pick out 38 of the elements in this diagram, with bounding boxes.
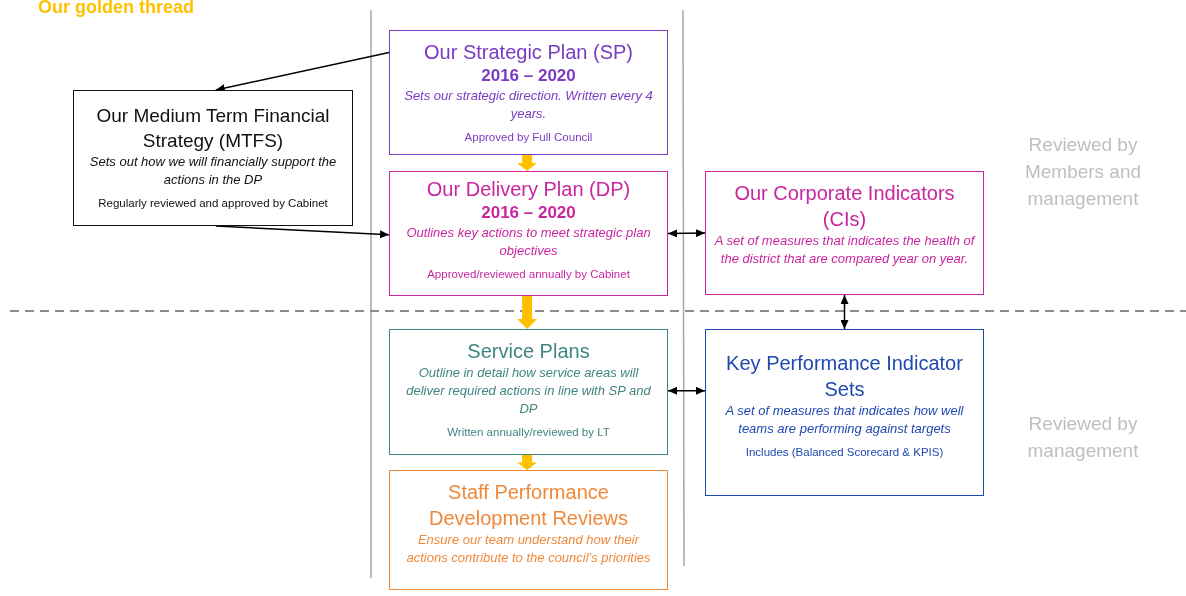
approval-note: Approved/reviewed annually by Cabinet	[427, 267, 630, 282]
description: Outlines key actions to meet strategic plan objectives	[405, 224, 652, 260]
description: Sets our strategic direction. Written every 4 years.	[403, 87, 654, 123]
arrow	[215, 51, 390, 92]
plan-box	[73, 90, 353, 226]
approval-note: Written annually/reviewed by LT	[447, 425, 610, 440]
description: Outline in detail how service areas will deliver required actions in line with SP and DP	[405, 364, 652, 418]
plan-box	[389, 171, 668, 296]
box-title: Our Corporate Indicators (CIs)	[733, 181, 956, 232]
description: A set of measures that indicates the health of the district that are compared year on year.	[714, 232, 975, 268]
description: A set of measures that indicates how well teams are performing against targets	[724, 402, 965, 438]
arrow	[667, 386, 706, 395]
plan-box	[705, 171, 984, 295]
block-arrow	[517, 296, 538, 329]
arrow	[667, 229, 706, 238]
arrow	[840, 294, 849, 330]
description: Sets out how we will financially support the actions in the DP	[88, 153, 338, 189]
plan-box	[389, 30, 668, 155]
block-arrow	[517, 155, 538, 171]
diagram-title: Our golden thread	[38, 0, 194, 18]
approval-note: Includes (Balanced Scorecard & KPIS)	[745, 445, 944, 460]
block-arrow	[517, 455, 538, 470]
year-range: 2016 – 2020	[481, 65, 576, 87]
box-title: Staff Performance Development Reviews	[428, 480, 629, 531]
box-title: Our Medium Term Financial Strategy (MTFS)	[95, 104, 331, 153]
plan-box	[389, 470, 668, 590]
box-title: Our Strategic Plan (SP)	[424, 40, 633, 65]
year-range: 2016 – 2020	[481, 202, 576, 224]
box-title: Key Performance Indicator Sets	[725, 351, 964, 402]
review-note: Reviewed by management	[1026, 412, 1140, 463]
approval-note: Regularly reviewed and approved by Cabinet	[98, 196, 328, 211]
approval-note: Approved by Full Council	[464, 130, 593, 145]
description: Ensure our team understand how their actions contribute to the council’s priorities	[405, 531, 652, 567]
box-title: Our Delivery Plan (DP)	[426, 177, 631, 202]
plan-box	[705, 329, 984, 496]
plan-box	[389, 329, 668, 455]
review-note: Reviewed by Members and management	[1023, 133, 1143, 211]
box-title: Service Plans	[467, 339, 590, 364]
